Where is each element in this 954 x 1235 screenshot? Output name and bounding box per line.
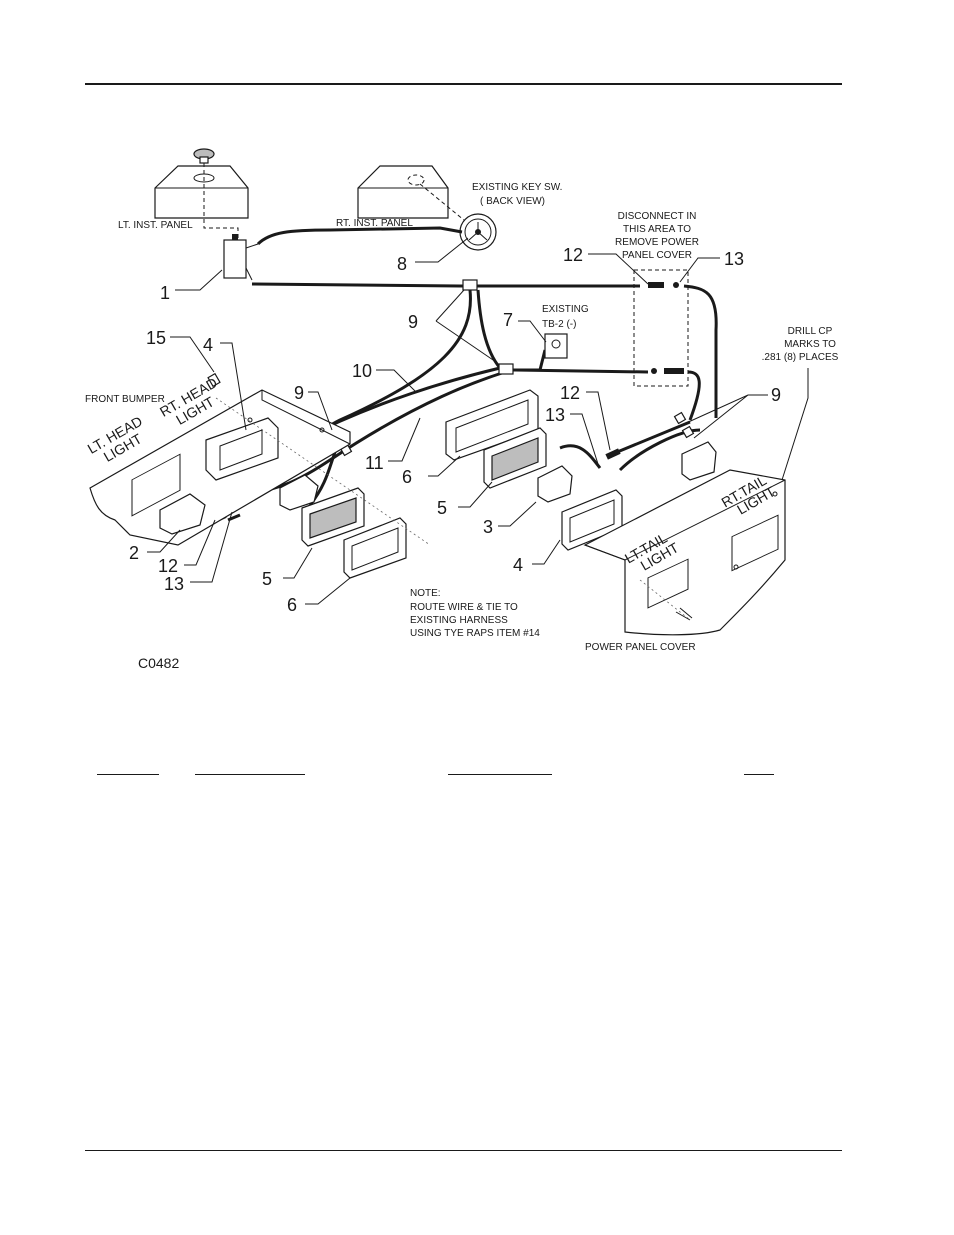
callout-13-rear: 13 xyxy=(545,405,565,425)
callout-13-front: 13 xyxy=(164,574,184,594)
callout-4-front: 4 xyxy=(203,335,213,355)
label-drill-3: .281 (8) PLACES xyxy=(762,352,839,363)
power-panel-cover xyxy=(583,469,786,636)
label-disconnect-2: THIS AREA TO xyxy=(623,224,691,235)
label-lt-inst-panel: LT. INST. PANEL xyxy=(118,220,193,231)
callout-5-rear: 5 xyxy=(437,498,447,518)
label-note-4: USING TYE RAPS ITEM #14 xyxy=(410,628,540,639)
relay-module xyxy=(223,234,259,281)
frame-front-6 xyxy=(343,517,407,579)
callout-15: 15 xyxy=(146,328,166,348)
tb2-terminal xyxy=(544,333,568,359)
callout-4-rear: 4 xyxy=(513,555,523,575)
callout-11: 11 xyxy=(365,453,384,473)
frame-rear-5 xyxy=(483,427,547,489)
label-disconnect-4: PANEL COVER xyxy=(622,250,692,261)
callout-13-top: 13 xyxy=(724,249,744,269)
callout-3: 3 xyxy=(483,517,493,537)
callout-12-top: 12 xyxy=(563,245,583,265)
label-power-panel-cover: POWER PANEL COVER xyxy=(585,642,696,653)
top-rule xyxy=(85,83,842,85)
label-rt-inst-panel: RT. INST. PANEL xyxy=(336,218,413,229)
callout-6-front: 6 xyxy=(287,595,297,615)
label-back-view: ( BACK VIEW) xyxy=(480,196,545,207)
label-disconnect-3: REMOVE POWER xyxy=(615,237,699,248)
callout-9-left: 9 xyxy=(294,383,304,403)
label-note-1: NOTE: xyxy=(410,588,441,599)
label-disconnect-1: DISCONNECT IN xyxy=(618,211,697,222)
callout-10: 10 xyxy=(352,361,372,381)
label-existing: EXISTING xyxy=(542,304,589,315)
label-note-2: ROUTE WIRE & TIE TO xyxy=(410,602,518,613)
callout-9-right: 9 xyxy=(771,385,781,405)
callout-8: 8 xyxy=(397,254,407,274)
callout-5-front: 5 xyxy=(262,569,272,589)
callout-12-front: 12 xyxy=(158,556,178,576)
label-existing-key-sw: EXISTING KEY SW. xyxy=(472,182,562,193)
callout-1: 1 xyxy=(160,283,170,303)
headlamp-rt xyxy=(279,474,319,511)
disconnect-area xyxy=(633,269,689,387)
callout-12-rear: 12 xyxy=(560,383,580,403)
headlamp-lt xyxy=(159,493,206,535)
table-header-underline-2 xyxy=(195,774,305,775)
tail-lamp-lt xyxy=(537,465,573,503)
label-drill-1: DRILL CP xyxy=(788,326,833,337)
figure-code: C0482 xyxy=(138,655,179,671)
callout-6-rear: 6 xyxy=(402,467,412,487)
bezel-front xyxy=(205,417,279,481)
lt-inst-panel xyxy=(154,148,249,238)
table-header-underline-4 xyxy=(744,774,774,775)
label-tb2: TB-2 (-) xyxy=(542,319,576,330)
callout-2: 2 xyxy=(129,543,139,563)
table-header-underline-3 xyxy=(448,774,552,775)
rt-inst-panel xyxy=(357,165,471,226)
label-drill-2: MARKS TO xyxy=(784,339,836,350)
tail-lamp-rt xyxy=(681,441,717,481)
callout-9-top: 9 xyxy=(408,312,418,332)
callout-7: 7 xyxy=(503,310,513,330)
leader-lines xyxy=(147,237,809,605)
wiring-diagram: LT. INST. PANEL RT. INST. PANEL EXISTING… xyxy=(85,148,839,671)
frame-front-5 xyxy=(301,487,365,547)
label-note-3: EXISTING HARNESS xyxy=(410,615,508,626)
bottom-rule xyxy=(85,1150,842,1151)
label-front-bumper: FRONT BUMPER xyxy=(85,394,165,405)
table-header-underline-1 xyxy=(97,774,159,775)
screw-icon xyxy=(207,372,221,388)
key-switch-icon xyxy=(459,213,497,251)
